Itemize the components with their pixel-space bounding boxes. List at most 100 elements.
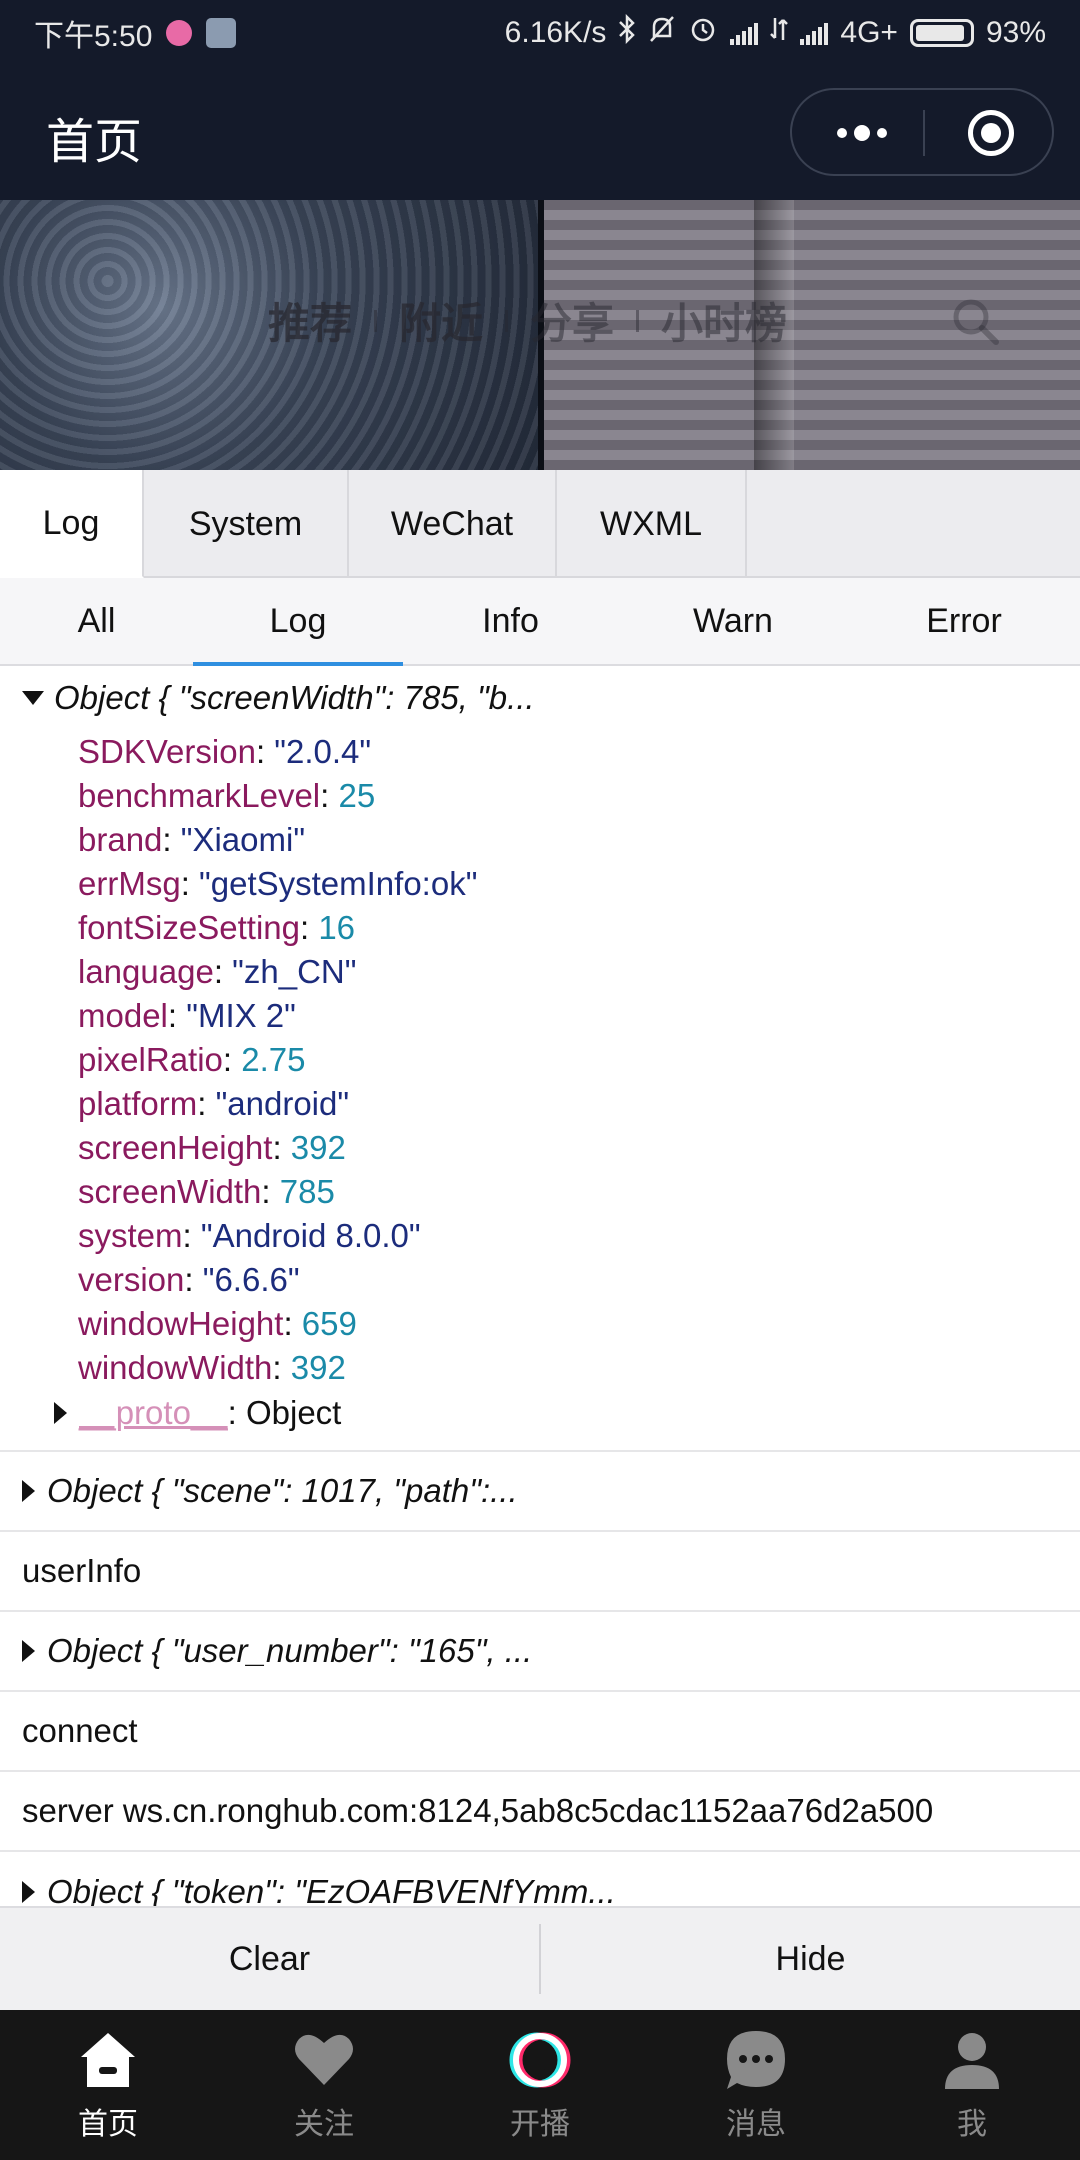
expand-caret-icon[interactable] (54, 1402, 67, 1424)
property-colon: : (272, 1349, 291, 1386)
banner-tab-recommend[interactable]: 推荐 (268, 299, 353, 348)
nav-item-me[interactable]: 我 (864, 2010, 1080, 2160)
proto-row[interactable]: __proto__ : Object (22, 1390, 1058, 1436)
property-colon: : (213, 953, 233, 990)
banner-tab-share[interactable]: 分享 (530, 299, 615, 348)
object-property-row: platform: "android" (78, 1082, 1058, 1126)
banner-divider (636, 309, 640, 332)
banner-image-left (0, 200, 538, 470)
network-type: 4G+ (840, 16, 898, 49)
nav-item-home[interactable]: 首页 (0, 2010, 216, 2160)
filter-log[interactable]: Log (193, 578, 403, 666)
object-property-row: errMsg: "getSystemInfo:ok" (78, 862, 1058, 906)
nav-item-live[interactable]: 开播 (432, 2010, 648, 2160)
log-entry[interactable]: Object { "token": "EzOAFBVENfYmm... (0, 1852, 1080, 1906)
property-value: "android" (215, 1085, 350, 1122)
bluetooth-icon (618, 13, 636, 52)
log-entry: connect (0, 1692, 1080, 1772)
property-colon: : (182, 1217, 201, 1254)
proto-key: __proto__ (79, 1394, 228, 1431)
log-entry-text: server ws.cn.ronghub.com:8124,5ab8c5cdac… (22, 1792, 934, 1829)
battery-icon (909, 19, 974, 47)
filter-all[interactable]: All (77, 601, 116, 640)
property-value: "2.0.4" (274, 733, 372, 770)
more-menu-icon[interactable] (832, 120, 892, 146)
property-colon: : (299, 909, 319, 946)
banner: 推荐 附近 分享 小时榜 (0, 200, 1080, 470)
property-key: errMsg (78, 865, 181, 902)
clear-button[interactable]: Clear (228, 1940, 311, 1978)
log-entry[interactable]: Object { "user_number": "165", ... (0, 1612, 1080, 1692)
filter-error[interactable]: Error (926, 601, 1002, 640)
property-colon: : (184, 1261, 203, 1298)
nav-item-messages[interactable]: 消息 (648, 2010, 864, 2160)
expand-caret-icon[interactable] (22, 1640, 35, 1662)
log-entry-summary: Object { "screenWidth": 785, "b... (54, 679, 535, 716)
signal-icon (730, 21, 759, 45)
object-property-row: screenHeight: 392 (78, 1126, 1058, 1170)
property-value: 16 (318, 909, 356, 946)
property-colon: : (272, 1129, 291, 1166)
property-colon: : (180, 865, 200, 902)
object-properties: SDKVersion: "2.0.4"benchmarkLevel: 25 bra… (22, 730, 1058, 1390)
collapse-caret-icon[interactable] (22, 691, 44, 705)
nav-item-follow[interactable]: 关注 (216, 2010, 432, 2160)
actions-divider (539, 1924, 541, 1994)
log-entry: server ws.cn.ronghub.com:8124,5ab8c5cdac… (0, 1772, 1080, 1852)
filter-warn[interactable]: Warn (693, 601, 773, 640)
log-entry-text: connect (22, 1712, 138, 1749)
filter-info[interactable]: Info (482, 601, 539, 640)
property-key: windowHeight (78, 1305, 284, 1342)
log-output[interactable]: Object { "screenWidth": 785, "b... SDKVe… (0, 666, 1080, 1906)
property-colon: : (162, 821, 181, 858)
capsule-divider (923, 110, 925, 156)
property-value: 659 (301, 1305, 357, 1342)
property-value: "getSystemInfo:ok" (199, 865, 478, 902)
property-value: 785 (279, 1173, 335, 1210)
banner-nav: 推荐 附近 分享 小时榜 (268, 290, 787, 351)
property-key: model (78, 997, 168, 1034)
proto-value: : Object (227, 1394, 342, 1431)
banner-gap (538, 200, 544, 470)
property-colon: : (167, 997, 187, 1034)
property-key: brand (78, 821, 163, 858)
banner-divider (374, 309, 378, 332)
banner-tab-nearby[interactable]: 附近 (399, 299, 484, 348)
property-value: "Xiaomi" (180, 821, 306, 858)
object-property-row: language: "zh_CN" (78, 950, 1058, 994)
property-colon: : (222, 1041, 242, 1078)
object-property-row: version: "6.6.6" (78, 1258, 1058, 1302)
mute-bell-icon (648, 14, 676, 52)
property-colon: : (320, 777, 339, 814)
network-speed: 6.16K/s (504, 16, 607, 49)
banner-image-right (544, 200, 1080, 470)
log-entry-header[interactable]: Object { "screenWidth": 785, "b... (22, 666, 1058, 730)
object-property-row: SDKVersion: "2.0.4" (78, 730, 1058, 774)
object-property-row: windowWidth: 392 (78, 1346, 1058, 1390)
property-colon: : (255, 733, 275, 770)
page-title: 首页 (46, 114, 143, 170)
close-program-icon[interactable] (968, 110, 1014, 156)
tab-system[interactable]: System (144, 470, 349, 578)
nav-label: 开播 (510, 2107, 570, 2142)
property-key: benchmarkLevel (78, 777, 321, 814)
property-value: 25 (338, 777, 376, 814)
property-value: 2.75 (241, 1041, 306, 1078)
expand-caret-icon[interactable] (22, 1480, 35, 1502)
log-entry-summary: Object { "scene": 1017, "path":... (47, 1472, 518, 1509)
data-transfer-icon (770, 14, 789, 52)
nav-label: 消息 (726, 2107, 786, 2142)
nav-label: 关注 (294, 2107, 354, 2142)
banner-tab-hourly[interactable]: 小时榜 (661, 299, 788, 348)
property-value: "Android 8.0.0" (200, 1217, 421, 1254)
tab-wxml[interactable]: WXML (557, 470, 747, 578)
message-icon (727, 2031, 785, 2089)
property-colon: : (261, 1173, 280, 1210)
nav-label: 我 (957, 2107, 987, 2142)
log-entry[interactable]: Object { "scene": 1017, "path":... (0, 1452, 1080, 1532)
hide-button[interactable]: Hide (775, 1940, 846, 1978)
search-icon[interactable] (950, 296, 1000, 346)
tab-wechat[interactable]: WeChat (349, 470, 557, 578)
expand-caret-icon[interactable] (22, 1881, 35, 1903)
tab-log[interactable]: Log (0, 470, 144, 578)
